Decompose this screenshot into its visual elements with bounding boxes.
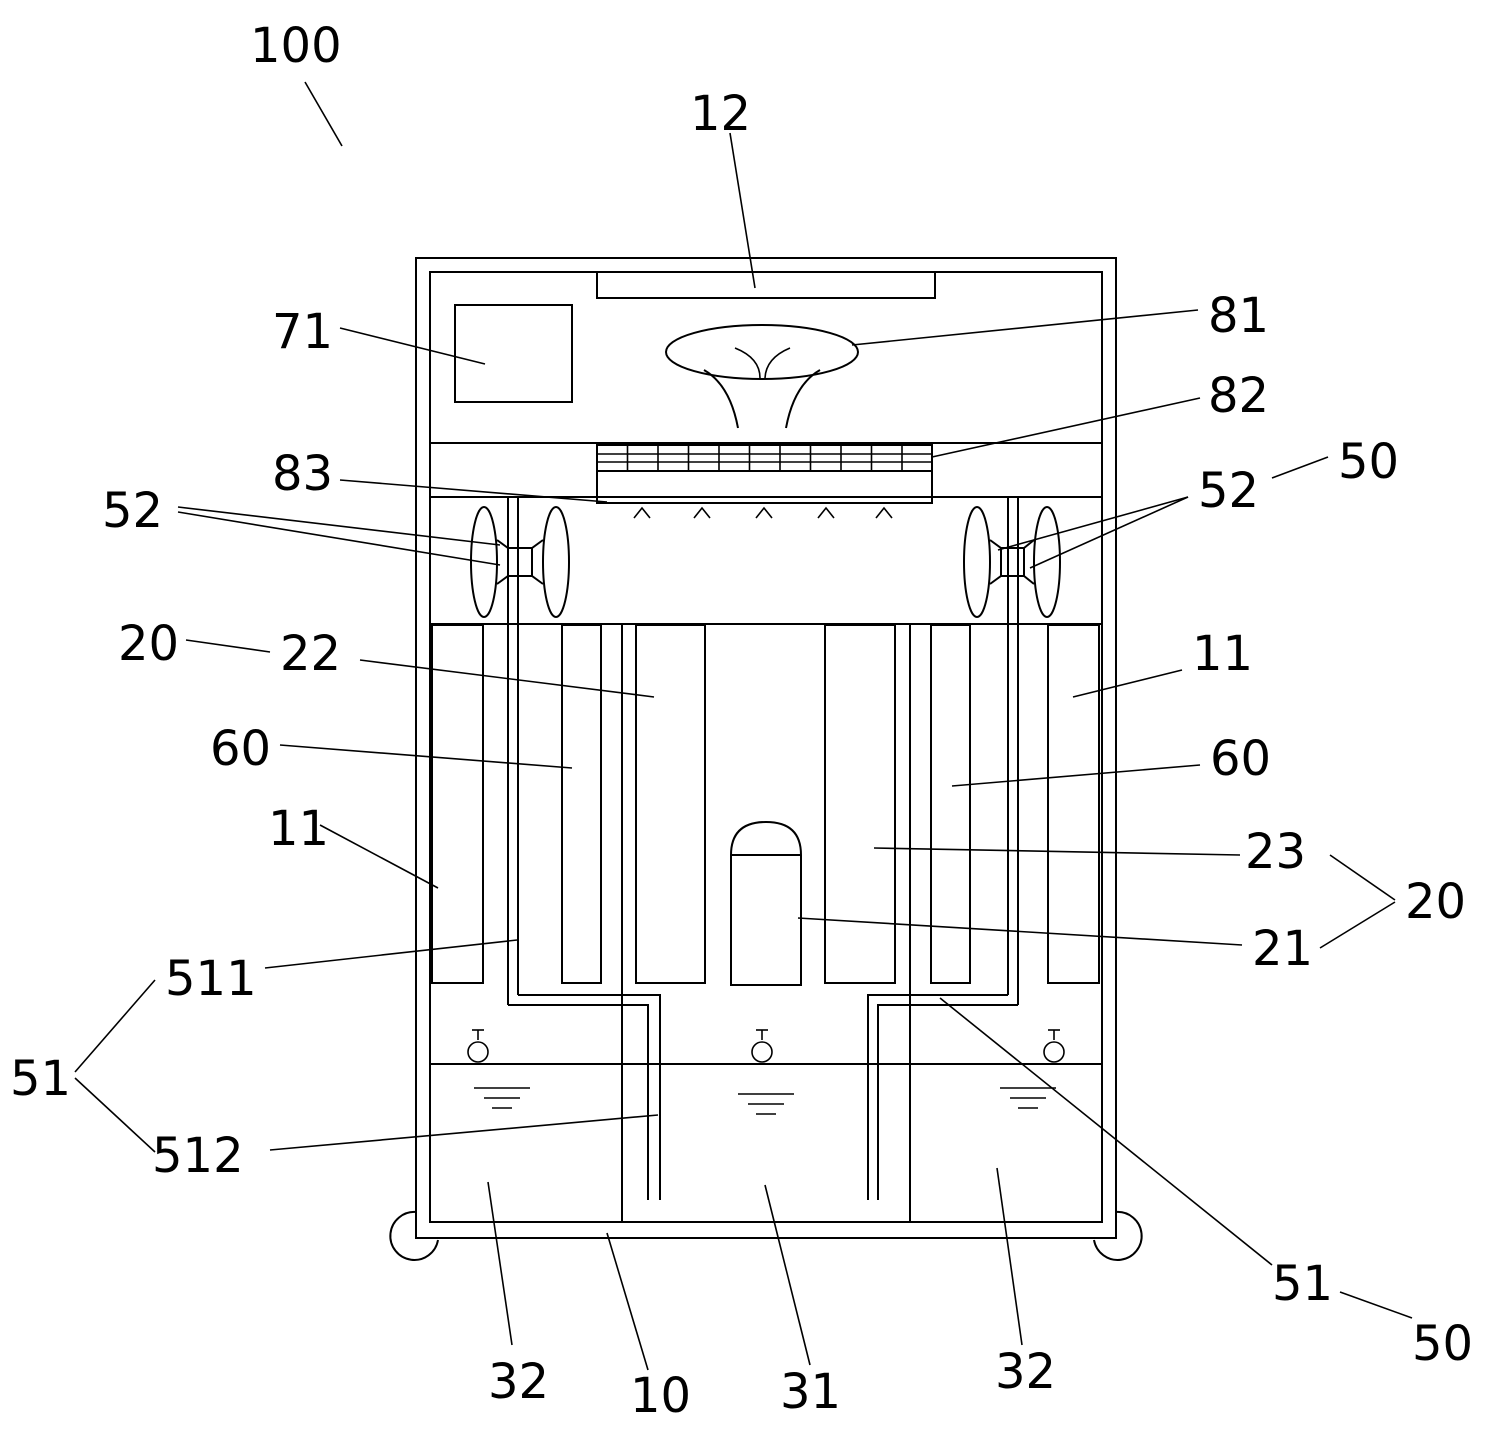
grille [596,444,933,472]
wheel-right [1093,1210,1143,1261]
nozzle-row [633,506,893,519]
atomizer-left [470,506,570,618]
media-right-60 [930,624,971,984]
nozzle-bar [596,470,933,504]
label-50-bottom: 50 [1412,1316,1473,1372]
label-511: 511 [165,951,257,1007]
label-60-left: 60 [210,721,271,777]
label-100: 100 [250,18,342,74]
cabinet-inner [429,271,1103,1223]
label-51-left: 51 [10,1051,71,1107]
pipe-511-left [508,994,661,1200]
fan-bowl-neck [703,369,821,429]
label-51-right: 51 [1272,1256,1333,1312]
label-22: 22 [280,626,341,682]
filter-22 [635,624,706,984]
cabinet-outer [415,257,1117,1239]
label-52-left: 52 [102,483,163,539]
label-50-top: 50 [1338,434,1399,490]
fan-bowl-inner [734,347,791,379]
label-71: 71 [272,304,333,360]
label-81: 81 [1208,288,1269,344]
atomizer-right [963,506,1061,618]
panel-right-11 [1047,624,1100,984]
label-20-right: 20 [1405,874,1466,930]
top-filter [596,271,936,299]
label-20-left: 20 [118,616,179,672]
pipe-51-right [867,994,1018,1200]
media-left-60 [561,624,602,984]
label-82: 82 [1208,368,1269,424]
label-21: 21 [1252,921,1313,977]
grille-grid [597,445,932,471]
label-23: 23 [1245,824,1306,880]
fan-bowl [665,324,859,380]
label-11-left: 11 [268,801,329,857]
control-box [454,304,573,403]
label-12: 12 [690,86,751,142]
label-31: 31 [780,1364,841,1420]
core-unit-21 [730,820,802,986]
label-32-right: 32 [995,1344,1056,1400]
label-512: 512 [152,1128,244,1184]
panel-left-11 [431,624,484,984]
wheel-left [389,1210,439,1261]
label-83: 83 [272,446,333,502]
label-11-right: 11 [1192,626,1253,682]
valve-row [467,1029,1065,1115]
label-60-right: 60 [1210,731,1271,787]
label-10: 10 [630,1368,691,1424]
label-52-right: 52 [1198,463,1259,519]
label-32-left: 32 [488,1354,549,1410]
leader-lines [74,81,1413,1371]
filter-23 [824,624,896,984]
